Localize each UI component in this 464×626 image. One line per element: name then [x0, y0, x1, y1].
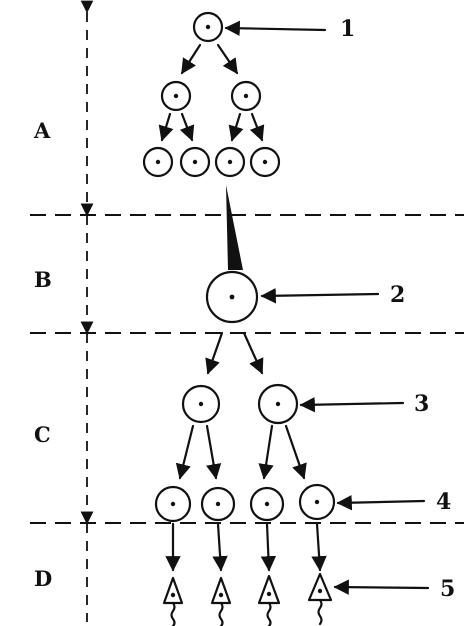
arrow-c6: [284, 424, 307, 480]
stage-label-d: D: [34, 566, 52, 591]
neuron-cell-1: [162, 576, 184, 605]
cell-c-row2-4: [298, 483, 336, 521]
cell-c-row2-1-nucleus: [170, 501, 176, 507]
pointer-1: [224, 20, 327, 36]
stage-dividers: [30, 214, 464, 524]
arrow-a2: [216, 43, 239, 75]
cell-c-row2-1: [154, 485, 192, 523]
neuron-tail-1: [170, 601, 176, 626]
growth-wedge: [226, 185, 243, 270]
cell-c-row2-3-nucleus: [264, 501, 270, 507]
pointer-2: [260, 288, 380, 304]
callout-number-3: 3: [414, 391, 429, 417]
arrow-a6: [249, 112, 265, 142]
neuron-cell-4-nucleus: [317, 588, 323, 594]
arrow-c3: [175, 424, 195, 480]
stage-labels: A B C D: [33, 118, 52, 591]
stage-label-c: C: [34, 422, 51, 447]
neuron-cell-3-nucleus: [266, 591, 272, 597]
cell-a-left: [160, 80, 192, 112]
cell-c-right: [257, 383, 299, 425]
callout-number-2: 2: [390, 282, 405, 308]
neuron-cell-3: [257, 574, 281, 605]
arrow-a1: [180, 43, 202, 75]
stage-a-cells: [142, 11, 281, 178]
arrow-d3: [260, 522, 277, 572]
stem-cell: [192, 11, 224, 43]
cell-c-left: [181, 384, 221, 424]
arrow-a5: [228, 112, 244, 142]
cell-c-row2-2-nucleus: [215, 501, 221, 507]
arrow-c5: [258, 424, 274, 480]
arrow-d2: [212, 522, 228, 572]
neuron-tail-3: [266, 601, 272, 626]
callout-number-5: 5: [440, 576, 455, 602]
cell-a-row3-3-nucleus: [227, 159, 233, 165]
large-cell-nucleus: [229, 294, 235, 300]
cell-c-row2-4-nucleus: [314, 499, 320, 505]
cell-a-row3-1-nucleus: [155, 159, 161, 165]
stem-cell-nucleus: [205, 24, 211, 30]
stage-c-cells: [154, 331, 336, 523]
cell-c-row2-3: [249, 486, 285, 522]
arrow-a4: [179, 112, 195, 142]
neuron-cell-2: [210, 576, 232, 605]
neuron-cell-4: [307, 572, 333, 602]
cell-a-row3-3: [214, 146, 246, 178]
stage-label-b: B: [34, 267, 52, 292]
cell-a-row3-1: [142, 146, 174, 178]
arrow-a3: [158, 112, 174, 142]
neuron-cell-1-nucleus: [170, 592, 176, 598]
callout-number-4: 4: [436, 489, 451, 515]
cell-c-row2-2: [200, 486, 236, 522]
cell-a-row3-2-nucleus: [192, 159, 198, 165]
stage-d-cells: [162, 522, 333, 626]
cell-a-row3-4: [249, 146, 281, 178]
callout-numbers: 1 2 3 4 5: [340, 16, 455, 602]
cell-a-row3-2: [179, 146, 211, 178]
arrow-c2: [242, 331, 264, 375]
stage-label-a: A: [33, 118, 51, 143]
pointer-4: [336, 494, 426, 511]
neuron-tail-2: [218, 601, 224, 626]
arrow-c1: [205, 331, 224, 375]
stage-b-cells: [205, 270, 259, 324]
cell-a-right: [230, 80, 262, 112]
neuron-cell-2-nucleus: [218, 592, 224, 598]
pointer-5: [333, 579, 430, 595]
arrow-c4: [205, 424, 222, 480]
arrow-d4: [311, 522, 327, 572]
cell-a-left-nucleus: [173, 93, 179, 99]
cell-c-left-nucleus: [198, 401, 204, 407]
callout-pointers: [224, 20, 430, 595]
large-cell: [205, 270, 259, 324]
pointer-3: [299, 397, 405, 413]
callout-number-1: 1: [340, 16, 355, 42]
neuron-tail-4: [317, 598, 323, 626]
cell-a-row3-4-nucleus: [262, 159, 268, 165]
cell-c-right-nucleus: [275, 401, 281, 407]
cell-a-right-nucleus: [243, 93, 249, 99]
